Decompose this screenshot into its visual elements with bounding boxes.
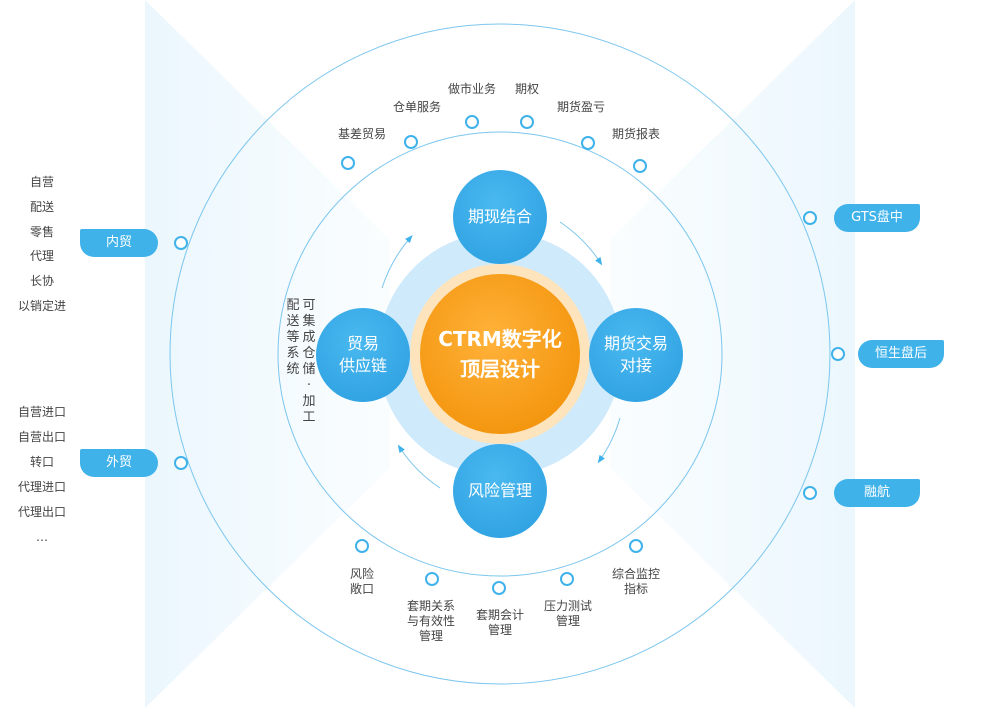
foreign-item: 代理出口 bbox=[17, 505, 67, 519]
foreign-item: 代理进口 bbox=[17, 480, 67, 494]
dot-monitoring bbox=[629, 539, 643, 553]
node-trade-supply-chain-label: 贸易 供应链 bbox=[338, 334, 387, 375]
node-risk-management: 风险管理 bbox=[453, 444, 547, 538]
core-title: CTRM数字化 顶层设计 bbox=[438, 327, 562, 381]
tag-hang-seng-after-hours[interactable]: 恒生盘后 bbox=[858, 340, 944, 368]
node-futures-spot: 期现结合 bbox=[453, 170, 547, 264]
node-trade-supply-chain: 贸易 供应链 bbox=[316, 308, 410, 402]
dot-hedge-relation bbox=[425, 572, 439, 586]
label-monitoring: 综合监控 指标 bbox=[611, 567, 661, 596]
label-risk-exposure: 风险 敞口 bbox=[349, 567, 375, 596]
label-hedge-relation: 套期关系 与有效性 管理 bbox=[406, 599, 456, 643]
vertical-note-col2: 配送等系统 bbox=[286, 298, 300, 377]
dot-hang-seng bbox=[831, 347, 845, 361]
vertical-note: 可集成仓储·加工 配送等系统 bbox=[284, 298, 316, 426]
right-wedge bbox=[610, 0, 855, 708]
dot-domestic bbox=[174, 236, 188, 250]
node-risk-management-label: 风险管理 bbox=[467, 481, 532, 500]
domestic-item: 自营 bbox=[29, 175, 55, 189]
outer-ring bbox=[169, 23, 831, 685]
node-futures-trading-label: 期货交易 对接 bbox=[603, 334, 668, 375]
middle-ring bbox=[277, 131, 723, 577]
tag-domestic-trade[interactable]: 内贸 bbox=[80, 229, 158, 257]
label-futures-report: 期货报表 bbox=[611, 127, 661, 141]
dot-warehouse bbox=[404, 135, 418, 149]
foreign-item: … bbox=[36, 530, 48, 544]
domestic-item: 配送 bbox=[29, 200, 55, 214]
dot-gts bbox=[803, 211, 817, 225]
dot-futures-report bbox=[633, 159, 647, 173]
foreign-item: 自营进口 bbox=[17, 405, 67, 419]
node-futures-spot-label: 期现结合 bbox=[467, 207, 532, 226]
label-market-making: 做市业务 bbox=[447, 82, 497, 96]
label-basis-trade: 基差贸易 bbox=[337, 127, 387, 141]
dot-options bbox=[520, 115, 534, 129]
left-wedge bbox=[145, 0, 390, 708]
flow-arcs bbox=[381, 221, 621, 489]
foreign-item: 转口 bbox=[29, 455, 55, 469]
tag-ronghang[interactable]: 融航 bbox=[834, 479, 920, 507]
dot-ronghang bbox=[803, 486, 817, 500]
dot-foreign bbox=[174, 456, 188, 470]
tag-foreign-trade[interactable]: 外贸 bbox=[80, 449, 158, 477]
label-hedge-accounting: 套期会计 管理 bbox=[475, 608, 525, 637]
dot-stress-test bbox=[560, 572, 574, 586]
label-warehouse-receipt: 仓单服务 bbox=[392, 100, 442, 114]
label-options: 期权 bbox=[514, 82, 540, 96]
dot-futures-pnl bbox=[581, 136, 595, 150]
vertical-note-col1: 可集成仓储·加工 bbox=[302, 298, 316, 425]
domestic-item: 代理 bbox=[29, 249, 55, 263]
dot-market-making bbox=[465, 115, 479, 129]
foreign-item: 自营出口 bbox=[17, 430, 67, 444]
label-futures-pnl: 期货盈亏 bbox=[556, 100, 606, 114]
domestic-item: 零售 bbox=[29, 225, 55, 239]
domestic-item: 长协 bbox=[29, 274, 55, 288]
dot-hedge-accounting bbox=[492, 581, 506, 595]
dot-risk-exposure bbox=[355, 539, 369, 553]
label-stress-test: 压力测试 管理 bbox=[543, 599, 593, 628]
dot-basis-trade bbox=[341, 156, 355, 170]
tag-gts-intraday[interactable]: GTS盘中 bbox=[834, 204, 920, 232]
node-futures-trading: 期货交易 对接 bbox=[589, 308, 683, 402]
ring-dots bbox=[174, 115, 845, 595]
domestic-item: 以销定进 bbox=[17, 299, 67, 313]
core-circle: CTRM数字化 顶层设计 bbox=[420, 274, 580, 434]
